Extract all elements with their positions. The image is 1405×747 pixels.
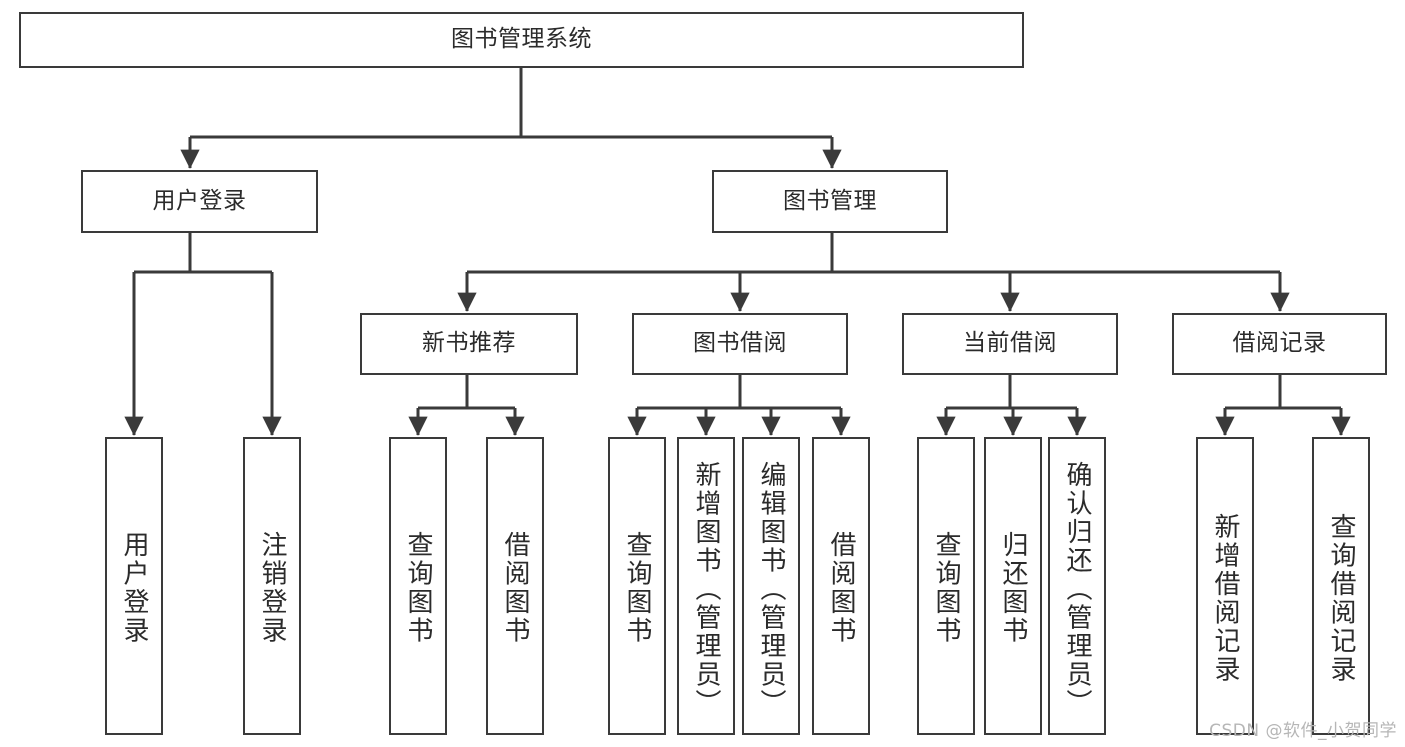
node-leaf-confirm-return[interactable]: 确认归还（管理员） <box>1048 437 1106 735</box>
node-leaf-query-book-3-label: 查询图书 <box>931 531 962 645</box>
node-leaf-return-book-label: 归还图书 <box>998 531 1029 645</box>
node-leaf-borrow-book-1-label: 借阅图书 <box>500 531 531 645</box>
node-book-manage-label: 图书管理 <box>783 187 877 214</box>
node-borrow-record-label: 借阅记录 <box>1232 330 1327 357</box>
node-book-manage[interactable]: 图书管理 <box>712 170 948 233</box>
node-leaf-add-record-label: 新增借阅记录 <box>1210 513 1241 684</box>
node-leaf-return-book[interactable]: 归还图书 <box>984 437 1042 735</box>
node-leaf-borrow-book-2[interactable]: 借阅图书 <box>812 437 870 735</box>
node-leaf-user-login[interactable]: 用户登录 <box>105 437 163 735</box>
node-current-borrow-label: 当前借阅 <box>963 330 1057 357</box>
node-leaf-logout-label: 注销登录 <box>257 531 288 645</box>
node-current-borrow[interactable]: 当前借阅 <box>902 313 1118 375</box>
node-leaf-query-book-1-label: 查询图书 <box>403 531 434 645</box>
node-leaf-add-book-label: 新增图书（管理员） <box>691 461 722 718</box>
node-borrow-record[interactable]: 借阅记录 <box>1172 313 1387 375</box>
csdn-watermark: CSDN @软件_小贺同学 <box>1209 721 1397 741</box>
node-leaf-logout[interactable]: 注销登录 <box>243 437 301 735</box>
node-book-borrow[interactable]: 图书借阅 <box>632 313 848 375</box>
node-new-book-recommend-label: 新书推荐 <box>422 330 516 357</box>
node-leaf-borrow-book-2-label: 借阅图书 <box>826 531 857 645</box>
node-leaf-add-book[interactable]: 新增图书（管理员） <box>677 437 735 735</box>
node-new-book-recommend[interactable]: 新书推荐 <box>360 313 578 375</box>
node-leaf-query-book-2[interactable]: 查询图书 <box>608 437 666 735</box>
node-user-login[interactable]: 用户登录 <box>81 170 318 233</box>
node-leaf-confirm-return-label: 确认归还（管理员） <box>1062 461 1093 718</box>
node-leaf-query-book-1[interactable]: 查询图书 <box>389 437 447 735</box>
node-leaf-borrow-book-1[interactable]: 借阅图书 <box>486 437 544 735</box>
node-book-borrow-label: 图书借阅 <box>693 330 787 357</box>
node-root[interactable]: 图书管理系统 <box>19 12 1024 68</box>
node-leaf-edit-book[interactable]: 编辑图书（管理员） <box>742 437 800 735</box>
node-root-label: 图书管理系统 <box>451 26 592 53</box>
node-leaf-query-record-label: 查询借阅记录 <box>1326 513 1357 684</box>
node-leaf-query-book-2-label: 查询图书 <box>622 531 653 645</box>
node-leaf-user-login-label: 用户登录 <box>119 531 150 645</box>
node-leaf-query-record[interactable]: 查询借阅记录 <box>1312 437 1370 735</box>
node-user-login-label: 用户登录 <box>152 187 247 214</box>
node-leaf-edit-book-label: 编辑图书（管理员） <box>756 461 787 718</box>
node-leaf-query-book-3[interactable]: 查询图书 <box>917 437 975 735</box>
node-leaf-add-record[interactable]: 新增借阅记录 <box>1196 437 1254 735</box>
